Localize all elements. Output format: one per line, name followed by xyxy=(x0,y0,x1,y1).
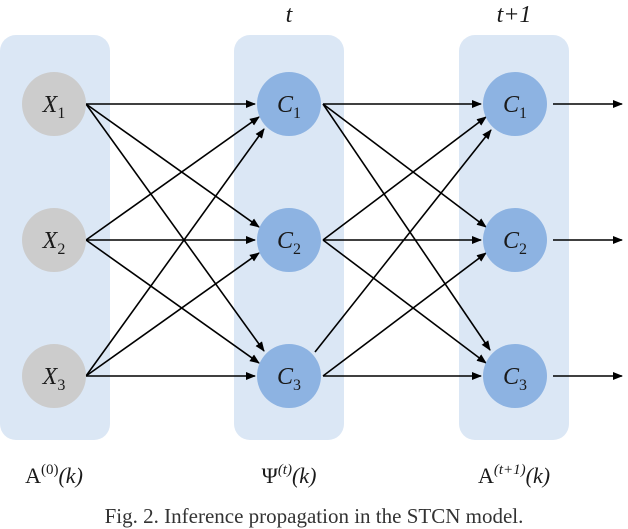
lane-label-input: A(0)(k) xyxy=(25,462,83,488)
input-nodes: X1 X2 X3 xyxy=(22,72,86,408)
node-x3 xyxy=(22,344,86,408)
node-c1-t1 xyxy=(483,72,547,136)
edge-c2-c3 xyxy=(322,239,487,364)
figure-caption: Fig. 2. Inference propagation in the STC… xyxy=(104,504,524,528)
node-c2-t1 xyxy=(483,208,547,272)
header-t: t xyxy=(286,2,294,28)
network-diagram: t t+1 X1 X2 xyxy=(0,2,623,488)
node-c3-t-label: C3 xyxy=(277,364,301,394)
node-x1-label: X1 xyxy=(42,92,66,122)
edge-x3-c1 xyxy=(85,128,265,377)
node-c2-t1-label: C2 xyxy=(503,228,527,258)
edge-x2-c3 xyxy=(85,239,260,364)
node-c3-t1 xyxy=(483,344,547,408)
node-c3-t xyxy=(257,344,321,408)
lane-label-hidden-t1: A(t+1)(k) xyxy=(478,462,550,488)
node-x2 xyxy=(22,208,86,272)
edge-x1-c2 xyxy=(85,103,260,228)
edge-c3-c2 xyxy=(322,252,487,377)
edges-hidden-to-hidden xyxy=(314,100,492,380)
node-c2-t xyxy=(257,208,321,272)
edges-outgoing xyxy=(553,100,623,380)
node-c1-t xyxy=(257,72,321,136)
edge-c3-c1 xyxy=(314,129,492,353)
node-x3-label: X3 xyxy=(42,364,66,394)
edge-x3-c2 xyxy=(85,252,260,377)
edge-c1-c2 xyxy=(322,103,487,228)
header-t-plus-1: t+1 xyxy=(497,2,532,28)
lane-label-hidden-t: Ψ(t)(k) xyxy=(262,462,317,488)
hidden-t1-nodes: C1 C2 C3 xyxy=(483,72,547,408)
edge-c1-c3 xyxy=(322,103,491,351)
node-x2-label: X2 xyxy=(42,228,66,258)
edge-x2-c1 xyxy=(85,116,260,241)
edge-c2-c1 xyxy=(322,116,487,241)
node-c1-t1-label: C1 xyxy=(503,92,527,122)
node-c1-t-label: C1 xyxy=(277,92,301,122)
hidden-t-nodes: C1 C2 C3 xyxy=(257,72,321,408)
edge-x1-c3 xyxy=(85,103,265,352)
node-c3-t1-label: C3 xyxy=(503,364,527,394)
edges-input-to-hidden xyxy=(85,100,265,380)
node-x1 xyxy=(22,72,86,136)
node-c2-t-label: C2 xyxy=(277,228,301,258)
